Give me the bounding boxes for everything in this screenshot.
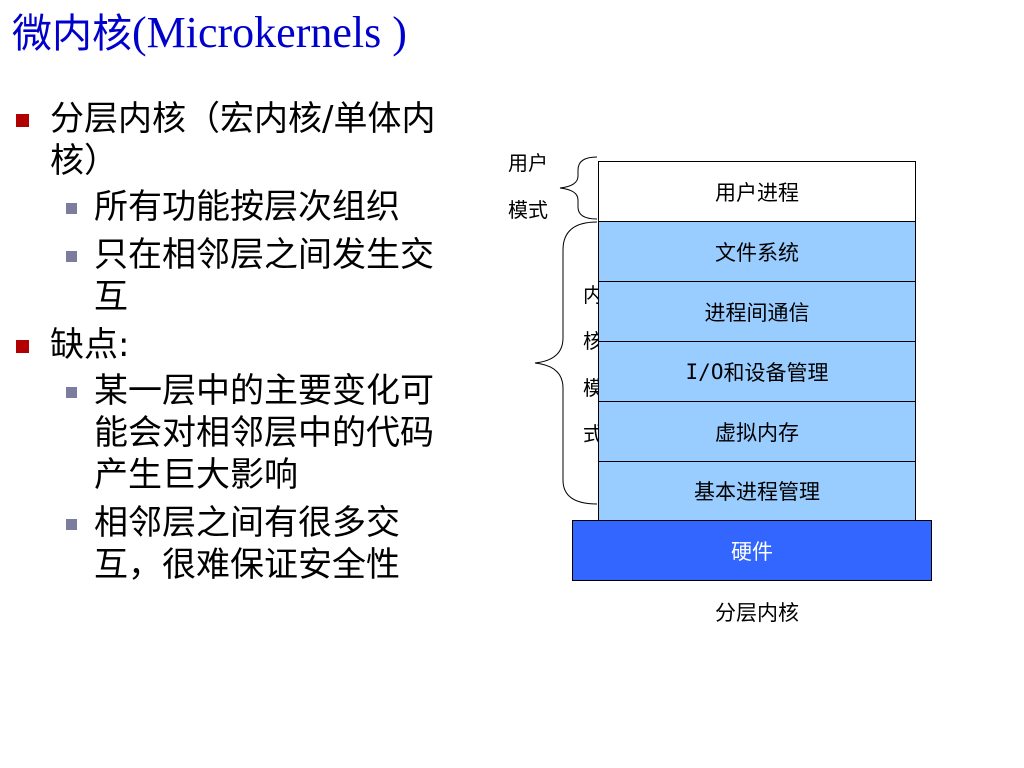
- kernel-mode-brace: [534, 221, 598, 505]
- bullet-change-impact: 某一层中的主要变化可能会对相邻层中的代码产生巨大影响: [12, 370, 462, 496]
- layer-user-process-label: 用户进程: [715, 180, 799, 205]
- layer-basic-process-label: 基本进程管理: [694, 480, 820, 504]
- user-mode-label-top: 用户: [508, 151, 548, 175]
- bullet-organized-by-layer: 所有功能按层次组织: [12, 186, 462, 228]
- bullet-adjacent-interaction: 只在相邻层之间发生交互: [12, 234, 462, 318]
- slide-title: 微内核(Microkernels ): [12, 4, 407, 63]
- layer-io-prefix: I/O: [685, 359, 724, 384]
- slide-title-en: (Microkernels ): [132, 8, 407, 57]
- slide-title-cn: 微内核: [12, 11, 132, 57]
- bullet-security-difficulty: 相邻层之间有很多交互，很难保证安全性: [12, 502, 462, 586]
- layer-hardware: 硬件: [572, 520, 932, 581]
- user-mode-label-bottom: 模式: [508, 198, 548, 222]
- layer-user-process: 用户进程: [598, 161, 916, 222]
- layer-io-suffix: 和设备管理: [723, 360, 829, 385]
- layer-basic-process: 基本进程管理: [598, 461, 916, 521]
- layer-file-system-label: 文件系统: [715, 240, 799, 265]
- layer-ipc: 进程间通信: [598, 281, 916, 342]
- layer-virtual-memory-label: 虚拟内存: [715, 420, 799, 445]
- bullet-layered-kernel: 分层内核（宏内核/单体内核）: [12, 98, 462, 182]
- layer-ipc-label: 进程间通信: [704, 300, 810, 325]
- layer-hardware-label: 硬件: [731, 539, 773, 564]
- bullet-list: 分层内核（宏内核/单体内核） 所有功能按层次组织 只在相邻层之间发生交互 缺点:…: [12, 98, 462, 592]
- user-mode-brace: [559, 156, 598, 220]
- layer-virtual-memory: 虚拟内存: [598, 401, 916, 462]
- diagram-caption: 分层内核: [715, 601, 799, 625]
- layer-file-system: 文件系统: [598, 221, 916, 282]
- bullet-drawbacks: 缺点:: [12, 324, 462, 366]
